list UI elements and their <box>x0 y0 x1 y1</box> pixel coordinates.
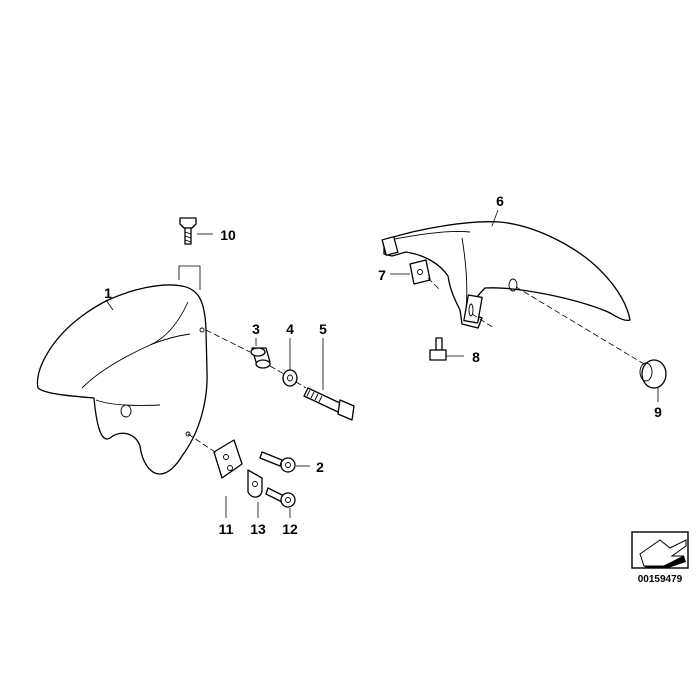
assembly-axis <box>427 277 441 291</box>
callout-1: 1 <box>104 285 112 301</box>
screw-2-part[interactable] <box>259 451 296 473</box>
assembly-axis <box>515 286 645 365</box>
front-fender-part[interactable] <box>36 284 208 475</box>
assembly-axis <box>205 329 251 353</box>
clip-13-part[interactable] <box>247 469 263 498</box>
callout-10: 10 <box>220 227 236 243</box>
grommet-9-part[interactable] <box>639 359 667 389</box>
leader-lines <box>105 209 659 518</box>
assembly-axis <box>471 313 495 329</box>
clip-nut-7-part[interactable] <box>409 259 431 285</box>
callout-11: 11 <box>219 521 234 537</box>
callout-6: 6 <box>496 193 504 209</box>
washer-4-part[interactable] <box>282 369 298 387</box>
screw-8-part[interactable] <box>429 337 447 361</box>
callout-3: 3 <box>252 321 260 337</box>
bolt-10-part[interactable] <box>179 217 197 245</box>
callout-4: 4 <box>286 321 294 337</box>
callout-8: 8 <box>472 349 480 365</box>
screw-12-part[interactable] <box>265 487 296 508</box>
assembly-axis <box>269 365 285 375</box>
assembly-axis <box>187 433 219 455</box>
callout-5: 5 <box>319 321 327 337</box>
callout-12: 12 <box>282 521 298 537</box>
bolt-10-bracket <box>178 265 201 290</box>
callout-13: 13 <box>250 521 266 537</box>
plate-11-part[interactable] <box>213 439 243 479</box>
callout-9: 9 <box>654 404 662 420</box>
rear-fender-part[interactable] <box>381 221 631 329</box>
reference-code: 00159479 <box>638 574 683 585</box>
assembly-axis <box>295 381 307 389</box>
callout-2: 2 <box>316 459 324 475</box>
reference-icon <box>631 531 689 569</box>
callout-7: 7 <box>378 267 386 283</box>
spacer-3-part[interactable] <box>250 347 271 369</box>
long-bolt-5-part[interactable] <box>303 387 355 421</box>
